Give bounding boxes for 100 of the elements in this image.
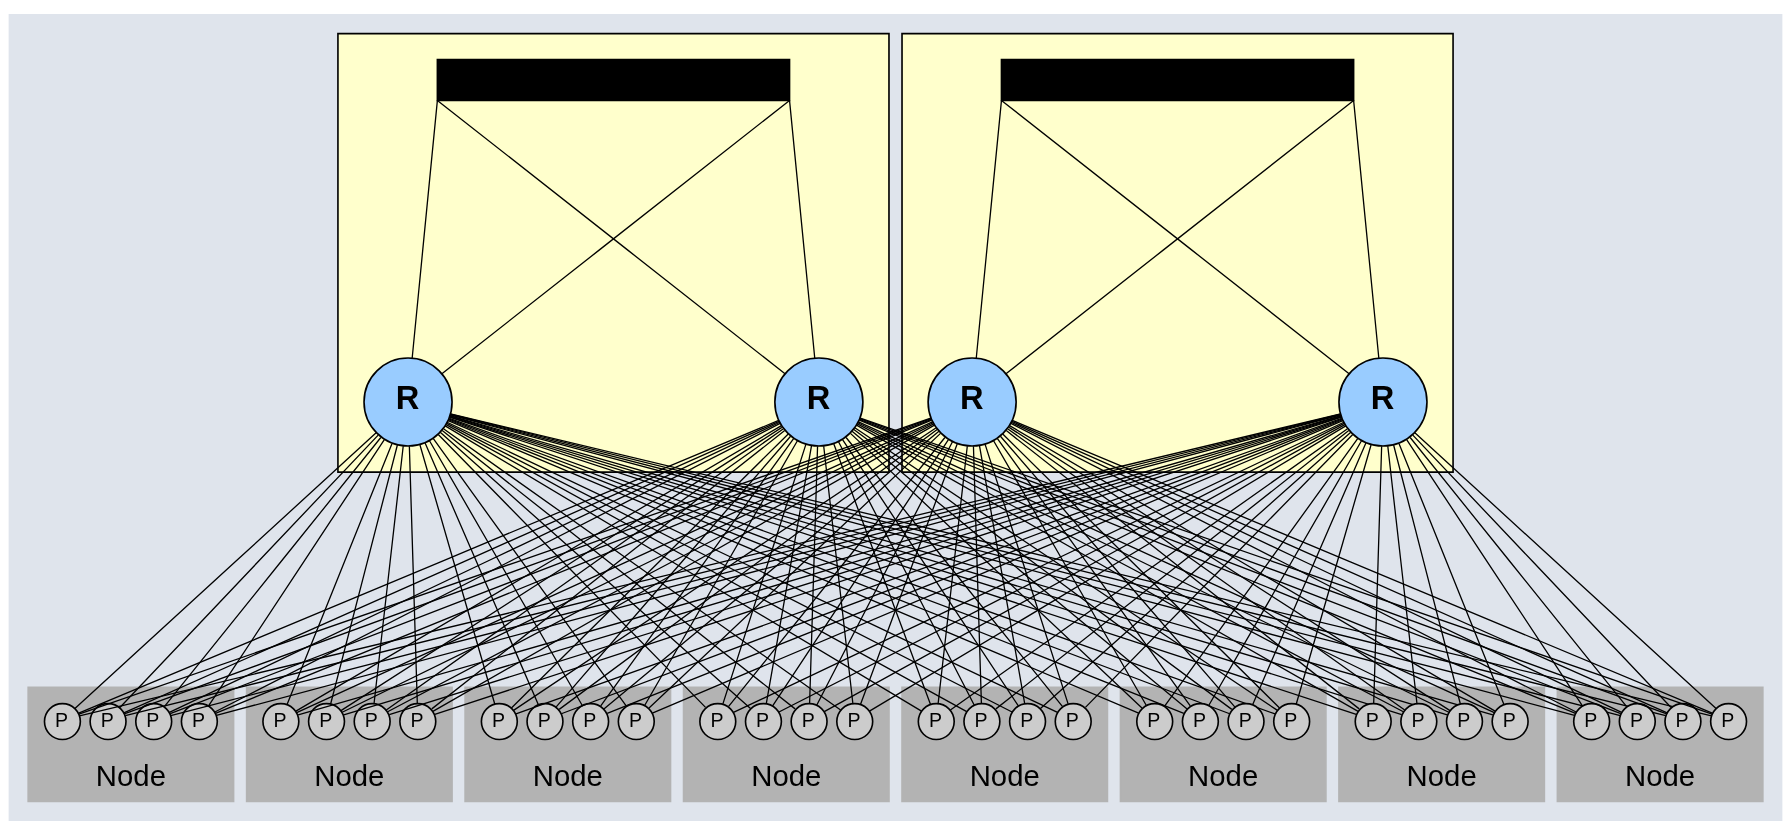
connector bbox=[816, 441, 954, 706]
node-label: Node bbox=[314, 758, 385, 792]
cluster bbox=[464, 686, 672, 803]
connector bbox=[978, 445, 1026, 704]
node-circle: P bbox=[790, 702, 828, 741]
connector bbox=[808, 445, 819, 705]
connector bbox=[1387, 445, 1418, 705]
node-circle: P bbox=[89, 702, 127, 741]
node-label: Node bbox=[751, 758, 822, 792]
node-circle: R bbox=[774, 357, 864, 447]
connector bbox=[437, 433, 707, 709]
connector bbox=[330, 444, 399, 705]
connector bbox=[772, 438, 950, 707]
node-circle: P bbox=[917, 702, 955, 741]
cluster bbox=[27, 686, 235, 803]
connector bbox=[428, 439, 583, 707]
connector bbox=[207, 438, 386, 707]
cluster bbox=[337, 32, 890, 473]
connector bbox=[728, 436, 946, 708]
connector bbox=[1392, 444, 1461, 705]
connector bbox=[510, 433, 789, 709]
connector bbox=[1414, 432, 1717, 710]
cluster bbox=[901, 32, 1454, 473]
node-circle: R bbox=[363, 357, 453, 447]
connector bbox=[419, 444, 496, 705]
connector bbox=[999, 435, 1236, 708]
connector bbox=[1002, 433, 1281, 709]
node-circle: P bbox=[134, 702, 173, 741]
node-circle: P bbox=[836, 702, 874, 741]
cluster bbox=[682, 686, 890, 803]
connector bbox=[859, 443, 958, 706]
node-circle: P bbox=[963, 702, 1001, 741]
connector bbox=[644, 439, 799, 707]
node-circle: P bbox=[399, 702, 437, 741]
connector bbox=[1412, 434, 1672, 709]
connector bbox=[555, 435, 792, 708]
node-circle: P bbox=[571, 702, 610, 741]
connector bbox=[424, 442, 539, 706]
connector bbox=[765, 445, 813, 704]
connector bbox=[975, 99, 1003, 359]
connector bbox=[373, 445, 404, 705]
connector bbox=[837, 441, 975, 706]
connector bbox=[163, 436, 382, 708]
node-bar bbox=[436, 58, 791, 102]
connector bbox=[937, 445, 968, 705]
node-circle: P bbox=[1618, 702, 1657, 741]
node-circle: P bbox=[262, 702, 300, 741]
connector bbox=[1084, 433, 1354, 709]
node-circle: P bbox=[180, 702, 219, 741]
connector bbox=[1295, 444, 1372, 705]
connector bbox=[1208, 439, 1363, 707]
node-circle: P bbox=[617, 702, 656, 741]
connector bbox=[1405, 438, 1584, 707]
connector bbox=[119, 434, 379, 709]
connector bbox=[833, 443, 932, 706]
node-circle: P bbox=[43, 702, 82, 741]
connector bbox=[408, 445, 418, 705]
connector bbox=[841, 438, 1019, 707]
node-circle: P bbox=[1491, 702, 1529, 741]
cluster bbox=[1338, 686, 1546, 803]
cluster bbox=[1556, 686, 1764, 803]
node-circle: P bbox=[1181, 702, 1220, 741]
connector bbox=[992, 439, 1147, 707]
node-circle: P bbox=[1054, 702, 1092, 741]
node-label: Node bbox=[532, 758, 603, 792]
node-label: Node bbox=[1625, 758, 1696, 792]
connector bbox=[600, 438, 795, 707]
node-circle: P bbox=[307, 702, 346, 741]
node-circle: R bbox=[927, 357, 1017, 447]
connector bbox=[823, 445, 854, 705]
cluster bbox=[901, 686, 1109, 803]
connector bbox=[1373, 445, 1383, 705]
connector bbox=[1398, 443, 1505, 706]
node-circle: P bbox=[1135, 702, 1174, 741]
node-circle: P bbox=[1709, 702, 1748, 741]
node-label: Node bbox=[1406, 758, 1477, 792]
node-label: Node bbox=[969, 758, 1040, 792]
connector bbox=[845, 436, 1063, 708]
node-label: Node bbox=[95, 758, 166, 792]
connector bbox=[411, 99, 439, 359]
connector bbox=[996, 438, 1191, 707]
node-circle: P bbox=[480, 702, 519, 741]
connector bbox=[1252, 442, 1367, 706]
node-circle: P bbox=[1227, 702, 1265, 741]
connector bbox=[74, 432, 377, 710]
node-circle: P bbox=[1664, 702, 1702, 741]
node-circle: P bbox=[1445, 702, 1484, 741]
node-circle: P bbox=[353, 702, 391, 741]
node-circle: P bbox=[1400, 702, 1438, 741]
node-circle: P bbox=[526, 702, 564, 741]
connector bbox=[722, 443, 807, 705]
connector bbox=[1352, 99, 1380, 359]
cluster bbox=[1119, 686, 1327, 803]
connector bbox=[1164, 438, 1359, 707]
connector bbox=[972, 445, 983, 705]
connector bbox=[432, 438, 627, 707]
node-circle: P bbox=[1572, 702, 1611, 741]
node-label: Node bbox=[1188, 758, 1259, 792]
connector bbox=[984, 443, 1069, 705]
node-circle: P bbox=[699, 702, 737, 741]
